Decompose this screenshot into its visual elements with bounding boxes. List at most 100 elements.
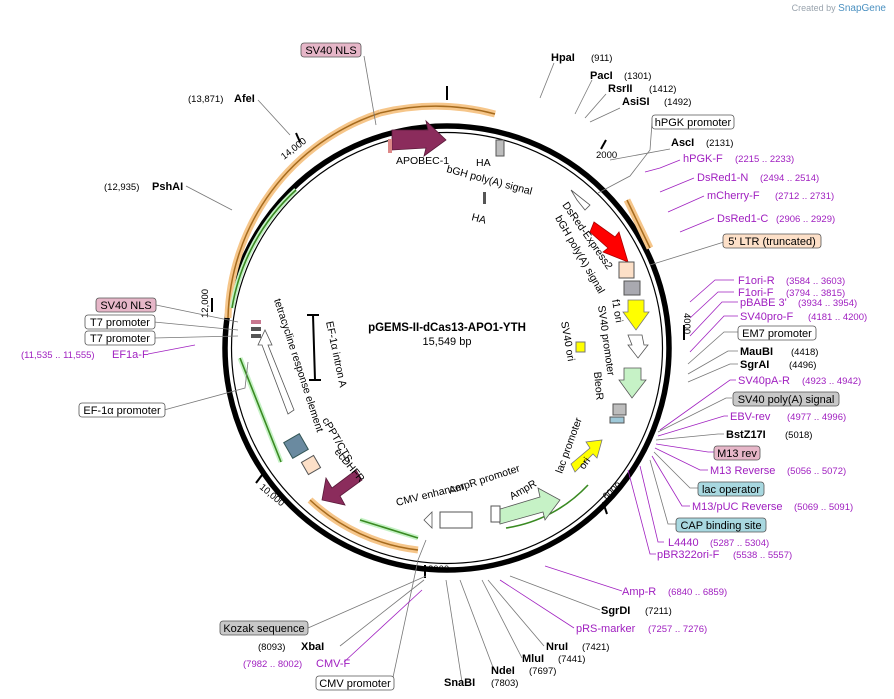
label-rsrii-pos: (1412) (649, 84, 676, 95)
lead-paci (574, 79, 593, 115)
tre-box (283, 433, 309, 459)
box-ef1prom (78, 402, 166, 418)
label-m13puc-pos: (5069 .. 5091) (794, 502, 853, 513)
lead-sgrai (687, 363, 738, 383)
label-sgrai: SgrAI (740, 359, 769, 371)
label-maubi: MauBI (740, 346, 773, 358)
polya-box-2 (623, 280, 641, 296)
label-dsred1n-pos: (2494 .. 2514) (760, 173, 819, 184)
backbone-inner-ring (230, 131, 664, 565)
bgh-box-1 (495, 139, 505, 157)
lead-sv40nls-left (155, 304, 239, 323)
label-sv40par-pos: (4923 .. 4942) (802, 376, 861, 387)
f1-ori-arrow (622, 299, 650, 331)
boxed-labels: SV40 NLS hPGK promoter 5' LTR (truncated… (78, 42, 840, 691)
tick-10000 (255, 474, 263, 484)
lead-cmvf (343, 589, 423, 663)
box-m13rev (713, 445, 761, 461)
lead-ebvrev (657, 415, 728, 437)
cppt-box (300, 454, 322, 476)
label-xbai-pos: (8093) (258, 642, 285, 653)
label-sv40polya: SV40 poly(A) signal (738, 394, 835, 406)
label-cmvprom: CMV promoter (319, 678, 391, 690)
snapgene-watermark: Created by SnapGene (792, 3, 886, 14)
lead-sv40polya (657, 397, 732, 433)
label-snabi: SnaBI (444, 677, 475, 689)
orf-arc-bottom-line (309, 499, 419, 551)
apobec-arrow (391, 119, 447, 157)
plasmid-size: 15,549 bp (423, 336, 472, 348)
lead-m13reverse (654, 447, 708, 471)
ori-arrow (570, 439, 603, 473)
feature-label-sv40-ori: SV40 ori (558, 320, 577, 362)
label-hpgkf-pos: (2215 .. 2233) (735, 154, 794, 165)
lead-m13puc (651, 455, 690, 507)
lead-rsrii (584, 93, 607, 119)
lead-dsred1c (679, 217, 715, 233)
tick-label-2000: 2000 (596, 150, 617, 161)
orf-arcs (224, 102, 654, 554)
apobec-nls-block (388, 139, 392, 153)
label-ndei: NdeI (491, 665, 515, 677)
feature-label-f1-ori: f1 ori (609, 298, 625, 323)
label-sgrdi-pos: (7211) (645, 606, 672, 617)
label-f1orif: F1ori-F (738, 287, 774, 299)
label-ltr: 5' LTR (truncated) (728, 236, 815, 248)
lead-ampr-primer (544, 565, 623, 592)
sv40-ori-box (575, 341, 586, 353)
tick-label-12000: 12,000 (200, 289, 211, 318)
label-bstz17i: BstZ17I (726, 429, 766, 441)
tre-arrow (257, 329, 295, 415)
box-ltr (722, 233, 822, 249)
feature-label-apobec: APOBEC-1 (396, 155, 449, 167)
label-m13rev: M13 rev (717, 448, 757, 460)
lead-m13rev (655, 443, 714, 453)
label-ef1prom: EF-1α promoter (83, 405, 161, 417)
label-ampr-primer: Amp-R (622, 586, 656, 598)
box-lacop (697, 481, 765, 497)
label-cmvf-pos: (7982 .. 8002) (243, 659, 302, 670)
label-hpai: HpaI (551, 52, 575, 64)
label-maubi-pos: (4418) (791, 347, 818, 358)
snapgene-brand: SnapGene (838, 3, 886, 14)
label-asci: AscI (671, 137, 694, 149)
nls-marker-left (251, 320, 261, 324)
label-l4440: L4440 (668, 537, 699, 549)
label-sv40par: SV40pA-R (738, 375, 790, 387)
ampr-promoter-box (490, 505, 501, 523)
lead-pshai (185, 185, 233, 211)
label-ebvrev: EBV-rev (730, 411, 771, 423)
label-ef1af: EF1a-F (112, 349, 149, 361)
lead-ef1prom (163, 361, 249, 411)
lead-mcherryf (667, 195, 705, 213)
label-m13reverse: M13 Reverse (710, 465, 775, 477)
bleor-arrow (618, 367, 647, 399)
ltr-box (618, 261, 635, 279)
label-mlui: MluI (522, 653, 544, 665)
lead-xbai (339, 579, 425, 647)
label-mcherryf: mCherry-F (707, 190, 760, 202)
label-ndei-pos: (7697) (529, 666, 556, 677)
label-pbabe-pos: (3934 .. 3954) (798, 298, 857, 309)
ampr-arrow (496, 487, 561, 525)
label-sv40prof: SV40pro-F (740, 311, 793, 323)
label-xbai: XbaI (301, 641, 324, 653)
label-ebvrev-pos: (4977 .. 4996) (787, 412, 846, 423)
lac-operator-box (609, 416, 625, 424)
backbone-outer-ring (222, 123, 672, 573)
lead-t7a (153, 321, 239, 331)
box-t7b (84, 330, 156, 346)
label-f1orir-pos: (3584 .. 3603) (786, 276, 845, 287)
ha-marker-2 (483, 192, 486, 204)
lead-mlui (481, 579, 523, 659)
cmv-promoter-arrow (423, 511, 433, 529)
box-cmvprom (315, 675, 395, 691)
ef1-intron-bar (312, 314, 316, 381)
lead-prs (499, 579, 575, 629)
label-rsrii: RsrII (608, 83, 632, 95)
feature-shapes (251, 119, 650, 529)
box-cap (675, 517, 767, 533)
label-cap: CAP binding site (680, 520, 761, 532)
lead-asci (609, 148, 671, 161)
label-asisi: AsiSI (622, 96, 650, 108)
